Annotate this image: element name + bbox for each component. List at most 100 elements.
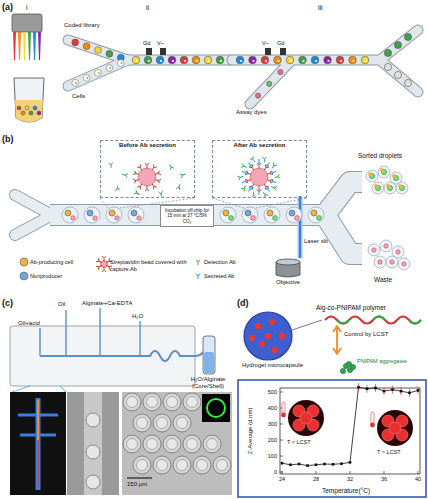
sorted-droplet <box>384 182 396 194</box>
droplet <box>264 207 280 223</box>
micrograph-inset <box>377 410 413 446</box>
sub-label: ii <box>146 4 149 12</box>
zoom-line <box>12 386 66 392</box>
tick <box>384 471 385 474</box>
waste-droplet <box>386 256 398 268</box>
waste-droplet <box>404 79 411 86</box>
merged-droplet <box>144 56 152 64</box>
assay-droplet <box>336 56 344 64</box>
detection-antibody <box>262 191 268 198</box>
axis-title: Z-Average (d.nm) <box>247 408 254 455</box>
detection-antibody <box>262 157 266 163</box>
thermometer-bulb <box>281 413 286 418</box>
cell <box>160 60 162 62</box>
micrograph <box>122 392 232 495</box>
capsule-image <box>86 445 100 459</box>
tick <box>350 471 351 474</box>
data-point <box>349 461 352 464</box>
data-point <box>366 388 369 391</box>
hydrogel-blob <box>265 333 271 339</box>
double-arrow <box>333 326 341 354</box>
cell <box>368 172 372 176</box>
secreted-antibody <box>247 186 253 193</box>
cell <box>392 174 396 178</box>
panel-label: (d) <box>237 298 249 308</box>
waste-droplet <box>384 63 391 70</box>
channel-wall <box>68 60 128 86</box>
capsule-core <box>207 439 218 450</box>
tick-label: 100 <box>268 453 277 459</box>
cell <box>109 210 115 216</box>
assay-droplet <box>236 56 244 64</box>
panel-label: (c) <box>2 298 13 308</box>
axis-title: Temperature(°C) <box>322 487 370 494</box>
node-text: Before Ab secretion <box>101 142 194 149</box>
bead <box>390 260 394 264</box>
capsule-image <box>143 393 161 411</box>
main-channel <box>40 340 209 361</box>
cell <box>208 60 210 62</box>
panel-label: (b) <box>2 134 14 144</box>
capsule-image <box>133 456 151 474</box>
thermometer <box>371 412 374 424</box>
electrode-label: Gd <box>277 40 284 46</box>
text-label: Sorted droplets <box>358 152 402 159</box>
legend-icon <box>20 272 28 280</box>
detection-antibody <box>109 163 113 169</box>
assay-droplet <box>261 56 269 64</box>
detection-antibody <box>122 173 128 178</box>
legend-entry: Nonproducer <box>30 273 62 280</box>
text-label: T > LCST <box>377 449 401 455</box>
capsule-image <box>300 412 312 424</box>
capsule-core <box>187 439 198 450</box>
capsule-core <box>167 439 178 450</box>
capsule-image <box>123 435 141 453</box>
capsule-image <box>183 435 201 453</box>
bead <box>115 216 119 220</box>
data-point <box>323 463 326 466</box>
tick <box>280 456 283 457</box>
node-text: Incubation off-chip for 15 min at 37 °C/… <box>163 208 211 224</box>
cell <box>136 60 138 62</box>
electrode-label: V~ <box>157 40 164 46</box>
detection-antibody <box>274 174 280 180</box>
capture-antibody <box>145 186 149 192</box>
scale-bar <box>127 477 152 478</box>
capsule-image <box>163 435 181 453</box>
tick-label: 500 <box>268 389 277 395</box>
chart-frame <box>238 380 426 497</box>
capsule-image <box>143 435 161 453</box>
fluorescence-inset <box>202 394 230 422</box>
cell <box>277 60 279 62</box>
node-text: Objective <box>268 279 308 286</box>
tick <box>280 472 283 473</box>
detection-antibody <box>250 156 256 163</box>
secreted-antibody <box>270 170 276 176</box>
cell <box>172 60 174 62</box>
sorted-droplet <box>366 170 378 182</box>
tick-label: 28 <box>313 476 319 482</box>
schematic-panel <box>10 392 66 495</box>
electrode <box>265 48 271 55</box>
detection-antibody <box>168 163 174 170</box>
droplet <box>62 207 78 223</box>
secreted-antibody <box>265 186 271 193</box>
objective-lens: Objective <box>268 258 308 292</box>
data-point <box>315 464 318 467</box>
capsule-image <box>153 414 171 432</box>
capsule-image <box>123 393 141 411</box>
capture-antibody <box>145 163 149 169</box>
electrode <box>280 48 286 55</box>
library-droplet <box>83 43 90 50</box>
legend-entry: Secreted Ab <box>204 273 234 280</box>
detection-antibody <box>270 163 276 170</box>
text-label: Control by LCST <box>344 331 388 338</box>
error-bar <box>392 386 393 394</box>
waste-droplet <box>380 240 392 252</box>
capture-antibody <box>137 183 143 190</box>
legend-icon <box>196 274 200 280</box>
library-droplet <box>72 39 79 46</box>
assay-droplet <box>249 56 257 64</box>
detection-antibody <box>159 191 164 197</box>
bead <box>251 216 256 221</box>
